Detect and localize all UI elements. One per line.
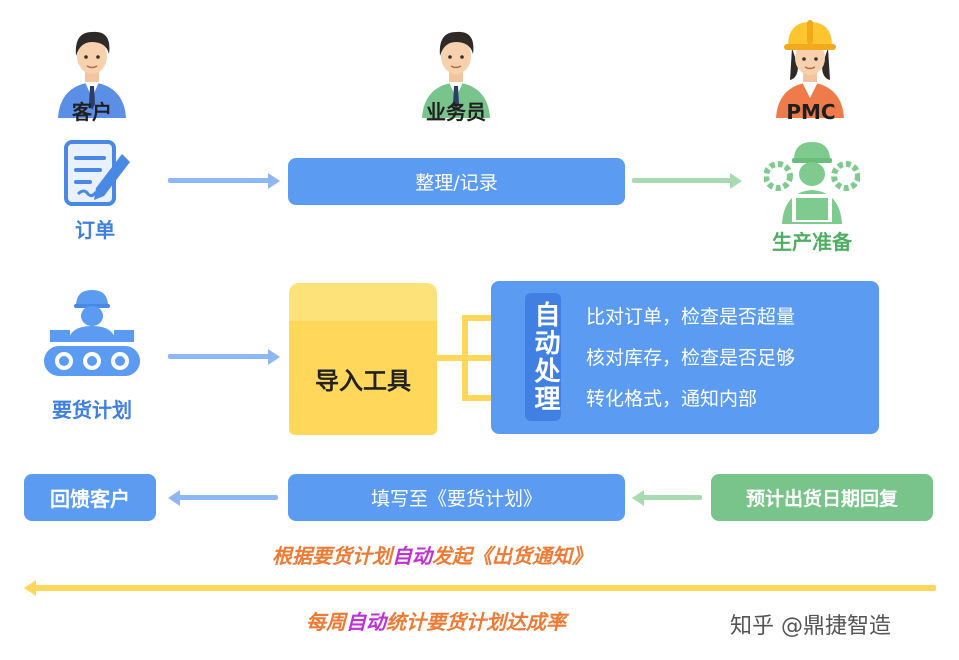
reply-customer-box: 回馈客户 [24, 474, 156, 521]
auto-process-panel: 自动处理 比对订单，检查是否超量 核对库存，检查是否足够 转化格式，通知内部 [491, 281, 879, 434]
auto-step-check-stock: 核对库存，检查是否足够 [586, 347, 796, 369]
slogan-shipping-notice: 根据要货计划自动发起《出货通知》 [272, 544, 592, 568]
auto-process-title: 自动处理 [525, 293, 561, 421]
person-icon [422, 31, 490, 118]
process-record-box: 整理/记录 [288, 158, 625, 205]
production-gear-worker-icon [763, 138, 861, 226]
requirement-plan-label: 要货计划 [52, 398, 132, 422]
customer-avatar [52, 20, 132, 120]
pmc-avatar [768, 14, 852, 120]
person-icon [58, 31, 126, 118]
order-label: 订单 [75, 218, 115, 242]
arrow-process-to-production [632, 178, 732, 183]
conveyor-worker-icon [38, 284, 146, 380]
role-customer-label: 客户 [72, 100, 112, 124]
worker-icon [776, 20, 844, 118]
fill-plan-box: 填写至《要货计划》 [288, 474, 625, 521]
auto-step-convert-format: 转化格式，通知内部 [586, 388, 758, 410]
production-prep-label: 生产准备 [772, 230, 852, 254]
yellow-timeline-arrow [34, 585, 936, 591]
role-salesperson-label: 业务员 [426, 100, 486, 124]
arrow-order-to-process [168, 178, 270, 183]
salesperson-avatar [416, 20, 496, 120]
slogan-weekly-achievement: 每周自动统计要货计划达成率 [306, 610, 566, 634]
auto-step-compare-order: 比对订单，检查是否超量 [586, 306, 796, 328]
watermark: 知乎 @鼎捷智造 [730, 614, 891, 639]
import-tool-box: 导入工具 [289, 283, 437, 435]
role-pmc-label: PMC [786, 100, 836, 124]
arrow-fill-to-reply [178, 495, 278, 500]
ship-date-reply-box: 预计出货日期回复 [711, 474, 933, 521]
order-document-icon [60, 138, 134, 212]
import-tool-label: 导入工具 [315, 367, 411, 395]
arrow-plan-to-tool [168, 354, 270, 359]
arrow-date-to-fill [642, 495, 702, 500]
